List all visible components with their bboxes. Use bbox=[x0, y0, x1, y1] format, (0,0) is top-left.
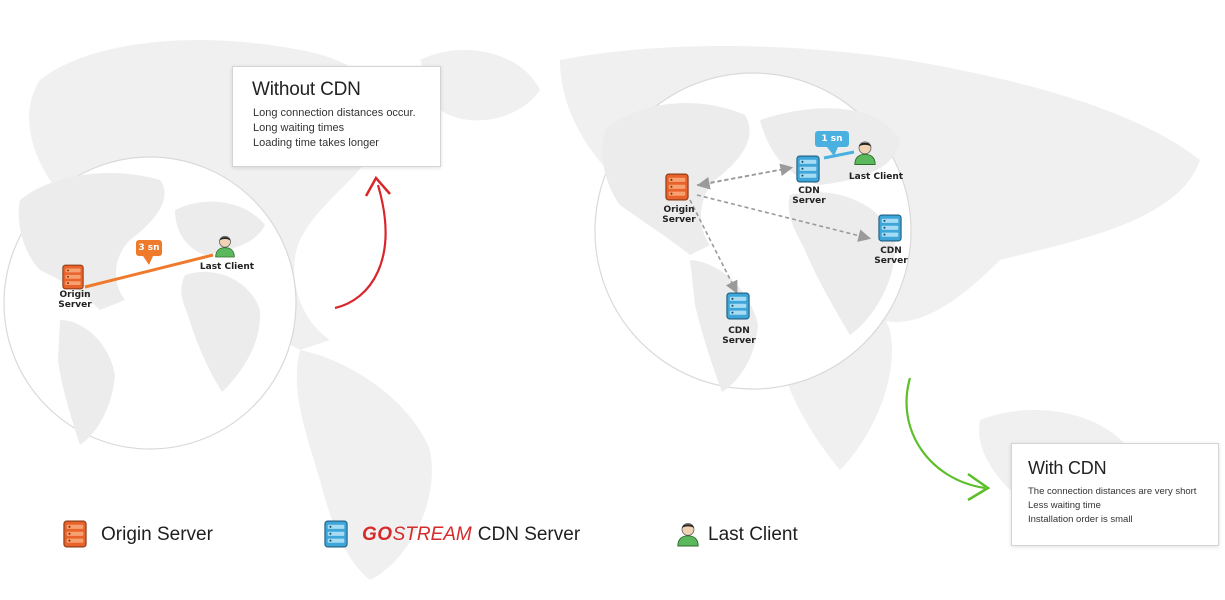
without-cdn-box: Without CDN Long connection distances oc… bbox=[232, 66, 441, 167]
legend-origin-icon bbox=[63, 520, 87, 548]
origin-server-icon bbox=[665, 173, 689, 201]
legend-client-label: Last Client bbox=[708, 524, 798, 545]
without-cdn-line-3: Loading time takes longer bbox=[253, 137, 379, 149]
without-cdn-line-1: Long connection distances occur. bbox=[253, 107, 416, 119]
with-cdn-line-1: The connection distances are very short bbox=[1028, 486, 1197, 497]
legend-last-client: Last Client bbox=[708, 524, 798, 546]
cdn-server-icon bbox=[796, 155, 820, 183]
without-cdn-title: Without CDN bbox=[252, 79, 361, 100]
origin-server-icon bbox=[62, 264, 84, 290]
cdn-server-icon bbox=[726, 292, 750, 320]
legend-origin-label: Origin Server bbox=[101, 524, 213, 545]
latency-bubble-slow: 3 sn bbox=[136, 240, 162, 256]
legend-cdn-label: CDN Server bbox=[477, 524, 581, 545]
legend-cdn-icon bbox=[324, 520, 348, 548]
last-client-label: Last Client bbox=[199, 262, 255, 272]
cdn-server-icon bbox=[878, 214, 902, 242]
with-cdn-title: With CDN bbox=[1028, 458, 1107, 478]
brand-go: GO bbox=[362, 524, 393, 545]
legend-origin-server: Origin Server bbox=[101, 524, 213, 546]
cdn-server-label: CDN Server bbox=[874, 246, 908, 266]
cdn-server-label: CDN Server bbox=[722, 326, 756, 346]
legend-client-icon bbox=[677, 522, 699, 547]
without-cdn-line-2: Long waiting times bbox=[253, 122, 345, 134]
origin-server-label: Origin Server bbox=[662, 205, 696, 225]
with-cdn-line-2: Less waiting time bbox=[1028, 500, 1101, 511]
with-cdn-line-3: Installation order is small bbox=[1028, 514, 1133, 525]
last-client-label: Last Client bbox=[848, 172, 904, 182]
legend-cdn-server: GO STREAM CDN Server bbox=[362, 524, 580, 546]
latency-bubble-fast: 1 sn bbox=[815, 131, 849, 147]
with-cdn-box: With CDN The connection distances are ve… bbox=[1011, 443, 1219, 546]
brand-stream: STREAM bbox=[392, 524, 472, 545]
cdn-server-label: CDN Server bbox=[792, 186, 826, 206]
origin-server-label: Origin Server bbox=[58, 290, 92, 310]
